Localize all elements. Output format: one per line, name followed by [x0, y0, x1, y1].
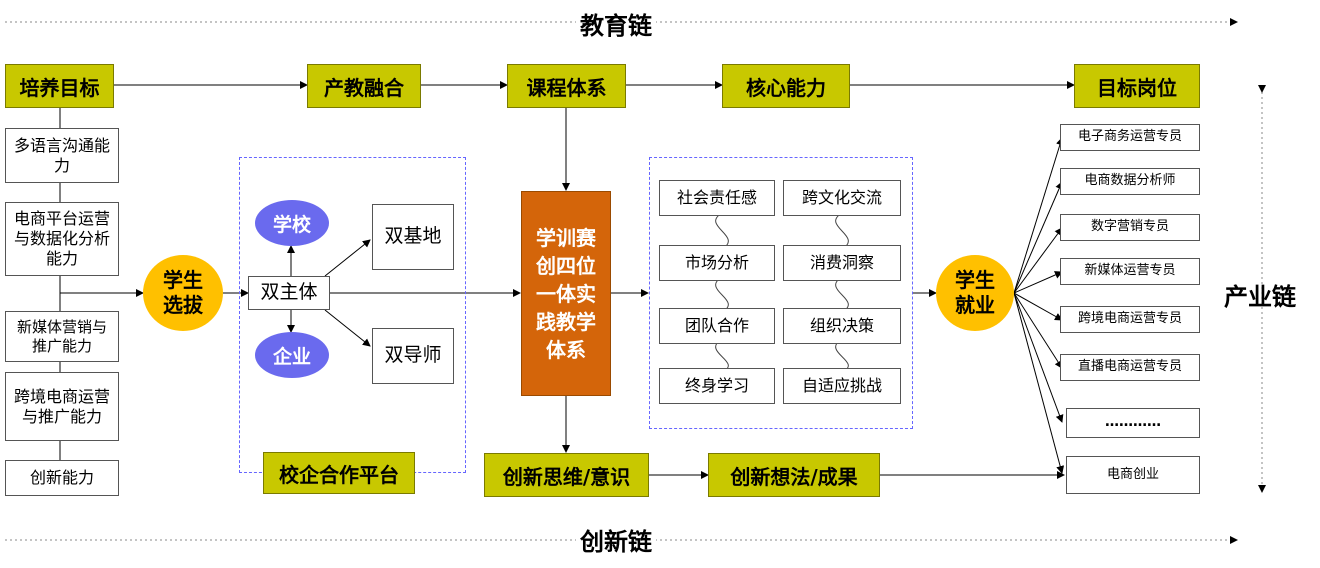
curriculum-system-box: 课程体系	[507, 64, 626, 108]
job-digital-marketing: 数字营销专员	[1060, 214, 1200, 241]
training-goal-box: 培养目标	[5, 64, 114, 108]
competency-adaptive-challenge: 自适应挑战	[783, 368, 901, 404]
industry-chain-label: 产业链	[1224, 283, 1296, 311]
school-oval: 学校	[255, 200, 329, 246]
innovation-chain-label: 创新链	[576, 522, 656, 557]
industry-education-integration-box: 产教融合	[307, 64, 421, 108]
competency-cross-cultural: 跨文化交流	[783, 180, 901, 216]
job-ecommerce-data-analyst: 电商数据分析师	[1060, 168, 1200, 195]
student-employment-circle: 学生就业	[936, 255, 1014, 331]
ability-new-media: 新媒体营销与推广能力	[5, 311, 119, 362]
competency-decision-making: 组织决策	[783, 308, 901, 344]
innovative-thinking-box: 创新思维/意识	[484, 453, 649, 497]
job-cross-border-operations: 跨境电商运营专员	[1060, 306, 1200, 333]
student-selection-circle: 学生选拔	[143, 255, 223, 331]
ability-multilingual: 多语言沟通能力	[5, 128, 119, 183]
competency-social-responsibility: 社会责任感	[659, 180, 775, 216]
dual-base-box: 双基地	[372, 204, 454, 270]
education-chain-label: 教育链	[576, 6, 656, 41]
ability-cross-border: 跨境电商运营与推广能力	[5, 372, 119, 441]
enterprise-oval: 企业	[255, 332, 329, 378]
job-ecommerce-startup: 电商创业	[1066, 456, 1200, 494]
ability-innovation: 创新能力	[5, 460, 119, 496]
job-new-media-operations: 新媒体运营专员	[1060, 258, 1200, 285]
job-ecommerce-operations: 电子商务运营专员	[1060, 124, 1200, 151]
job-more-ellipsis: …………	[1066, 408, 1200, 438]
dual-subject-box: 双主体	[248, 276, 330, 310]
ability-ecommerce-data: 电商平台运营与数据化分析能力	[5, 202, 119, 276]
core-competencies-region	[649, 157, 913, 429]
practice-teaching-system-box: 学训赛创四位一体实践教学体系	[521, 191, 611, 396]
innovative-results-box: 创新想法/成果	[708, 453, 880, 497]
competency-teamwork: 团队合作	[659, 308, 775, 344]
competency-market-analysis: 市场分析	[659, 245, 775, 281]
core-ability-box: 核心能力	[722, 64, 850, 108]
competency-lifelong-learning: 终身学习	[659, 368, 775, 404]
job-livestream-operations: 直播电商运营专员	[1060, 354, 1200, 381]
target-positions-box: 目标岗位	[1074, 64, 1200, 108]
competency-consumer-insight: 消费洞察	[783, 245, 901, 281]
dual-mentor-box: 双导师	[372, 328, 454, 384]
platform-label-box: 校企合作平台	[263, 452, 415, 494]
